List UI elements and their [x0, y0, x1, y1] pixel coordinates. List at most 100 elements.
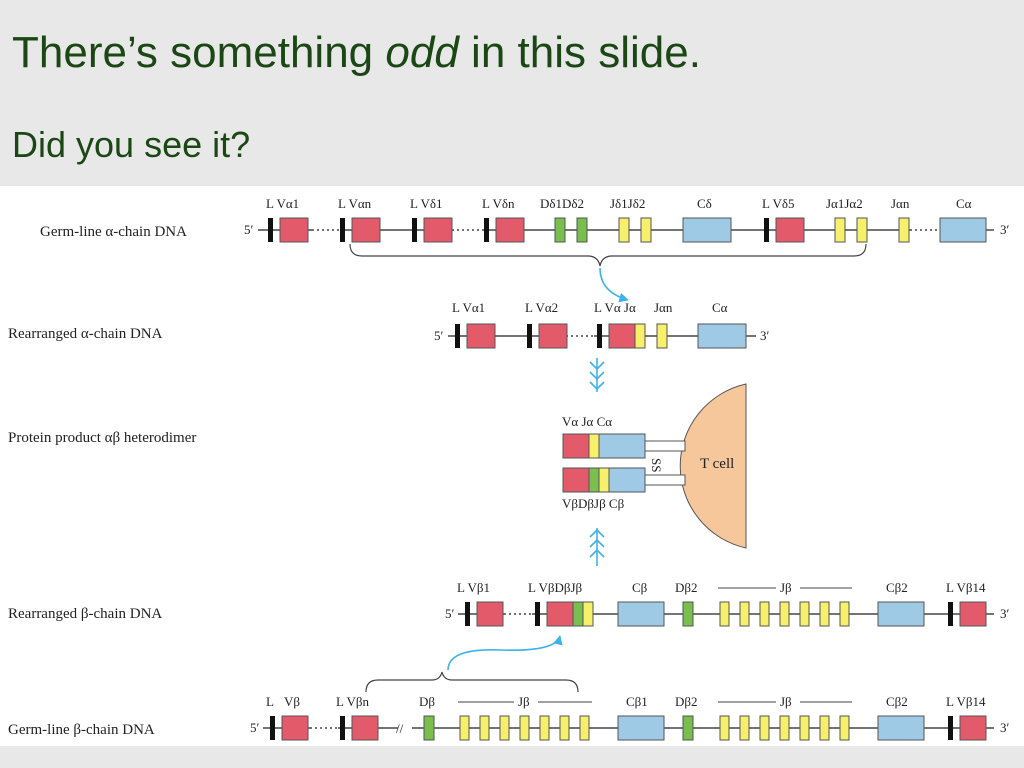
j-beta-cluster-1	[459, 715, 590, 741]
label-l-vbetan: L Vβn	[336, 694, 369, 709]
label-l-valpha1: L Vα1	[452, 300, 485, 315]
beta-stalk	[644, 474, 686, 486]
three-prime-label: 3′	[1000, 222, 1010, 237]
label-jbeta: Jβ	[518, 694, 530, 709]
label-l-vdelta5: L Vδ5	[762, 196, 795, 211]
j-beta-cluster-2	[719, 715, 850, 741]
rearranged-alpha-row: Rearranged α-chain DNA 5′ 3′ L Vα1 L Vα2…	[8, 300, 770, 392]
v-alpha1-segment	[466, 323, 496, 349]
label-cbeta1: Cβ1	[626, 694, 648, 709]
label-jdelta: Jδ1Jδ2	[610, 196, 645, 211]
alpha-j-region	[588, 433, 600, 459]
label-l: L	[266, 694, 274, 709]
slide-title: There’s something odd in this slide.	[12, 28, 701, 78]
v-delta5-segment	[775, 217, 805, 243]
alpha-v-region	[562, 433, 590, 459]
v-beta-rearranged-segment	[546, 601, 574, 627]
v-beta14-segment	[959, 715, 987, 741]
d-beta2-segment	[682, 601, 694, 627]
break-mark: //	[396, 721, 404, 736]
label-calpha: Cα	[956, 196, 972, 211]
five-prime-label: 5′	[250, 720, 260, 735]
j-alphan-segment	[656, 323, 668, 349]
title-suffix: in this slide.	[458, 28, 701, 77]
v-beta-segment	[281, 715, 309, 741]
row-label-rearranged-beta: Rearranged β-chain DNA	[8, 606, 162, 622]
label-cbeta: Cβ	[632, 580, 648, 595]
diagram-panel: Germ-line α-chain DNA 5′ 3′ L Vα1 L Vαn …	[0, 186, 1024, 746]
d-beta2-segment	[682, 715, 694, 741]
label-cbeta2: Cβ2	[886, 580, 908, 595]
beta-d-region	[588, 467, 600, 493]
upward-arrows	[589, 528, 605, 566]
label-l-vdeltan: L Vδn	[482, 196, 515, 211]
c-beta2-segment	[877, 601, 925, 627]
label-jalphan: Jαn	[654, 300, 673, 315]
label-jbeta: Jβ	[780, 580, 792, 595]
c-alpha-segment	[697, 323, 747, 349]
j-beta-cluster	[719, 601, 850, 627]
v-betan-segment	[351, 715, 379, 741]
j-alpha-rearranged-segment	[634, 323, 646, 349]
slide-subtitle: Did you see it?	[12, 124, 251, 165]
row-label-rearranged-alpha: Rearranged α-chain DNA	[8, 326, 163, 342]
label-l-vbeta1: L Vβ1	[457, 580, 490, 595]
label-jalphan: Jαn	[891, 196, 910, 211]
downward-arrows	[589, 358, 605, 392]
label-alpha-chain-regions: Vα Jα Cα	[562, 414, 612, 429]
five-prime-label: 5′	[244, 222, 254, 237]
beta-c-region	[608, 467, 646, 493]
c-delta-segment	[682, 217, 732, 243]
j-alpha2-segment	[856, 217, 868, 243]
label-l-valpha-jalpha: L Vα Jα	[594, 300, 636, 315]
v-alpha2-segment	[538, 323, 568, 349]
five-prime-label: 5′	[445, 606, 455, 621]
title-prefix: There’s something	[12, 28, 386, 77]
rearrangement-brace	[349, 243, 867, 267]
j-delta1-segment	[618, 217, 630, 243]
alpha-c-region	[598, 433, 646, 459]
j-delta2-segment	[640, 217, 652, 243]
label-cbeta2: Cβ2	[886, 694, 908, 709]
t-cell-shape	[679, 383, 747, 549]
label-l-valpha2: L Vα2	[525, 300, 558, 315]
beta-j-region	[598, 467, 610, 493]
label-jalpha: Jα1Jα2	[826, 196, 863, 211]
germline-beta-row: Germ-line β-chain DNA 5′ // 3′	[8, 671, 1010, 741]
c-beta-segment	[617, 601, 665, 627]
label-l-vbeta-dbeta-jbeta: L VβDβJβ	[528, 580, 583, 595]
label-ddelta: Dδ1Dδ2	[540, 196, 584, 211]
beta-v-region	[562, 467, 590, 493]
label-dbeta2: Dβ2	[675, 580, 698, 595]
label-dbeta2: Dβ2	[675, 694, 698, 709]
label-beta-chain-regions: VβDβJβ Cβ	[562, 496, 625, 511]
c-beta2-segment	[877, 715, 925, 741]
rearrangement-arrow	[599, 267, 629, 303]
j-alpha1-segment	[834, 217, 846, 243]
v-beta14-segment	[959, 601, 987, 627]
v-alpha-rearranged-segment	[608, 323, 636, 349]
three-prime-label: 3′	[1000, 606, 1010, 621]
beta-rearrangement-brace	[365, 671, 579, 693]
tcr-gene-diagram: Germ-line α-chain DNA 5′ 3′ L Vα1 L Vαn …	[8, 196, 1010, 741]
disulfide-bond-label: SS	[649, 458, 664, 472]
germline-alpha-row: Germ-line α-chain DNA 5′ 3′ L Vα1 L Vαn …	[40, 196, 1010, 303]
v-beta1-segment	[476, 601, 504, 627]
d-beta-rearranged-segment	[572, 601, 584, 627]
v-alpha1-segment	[279, 217, 309, 243]
v-alphan-segment	[351, 217, 381, 243]
v-deltan-segment	[495, 217, 525, 243]
rearranged-beta-row: Rearranged β-chain DNA 5′ 3′ L Vβ1 L VβD…	[8, 580, 1010, 671]
t-cell-label: T cell	[700, 456, 734, 472]
label-l-valpha1: L Vα1	[266, 196, 299, 211]
label-jbeta2: Jβ	[780, 694, 792, 709]
alpha-stalk	[644, 440, 686, 452]
label-dbeta: Dβ	[419, 694, 435, 709]
label-calpha: Cα	[712, 300, 728, 315]
c-alpha-segment	[939, 217, 987, 243]
j-alphan-segment	[898, 217, 910, 243]
label-l-vbeta14: L Vβ14	[946, 580, 986, 595]
row-label-germline-alpha: Germ-line α-chain DNA	[40, 224, 187, 240]
d-delta2-segment	[576, 217, 588, 243]
beta-rearrangement-arrow	[447, 635, 563, 671]
